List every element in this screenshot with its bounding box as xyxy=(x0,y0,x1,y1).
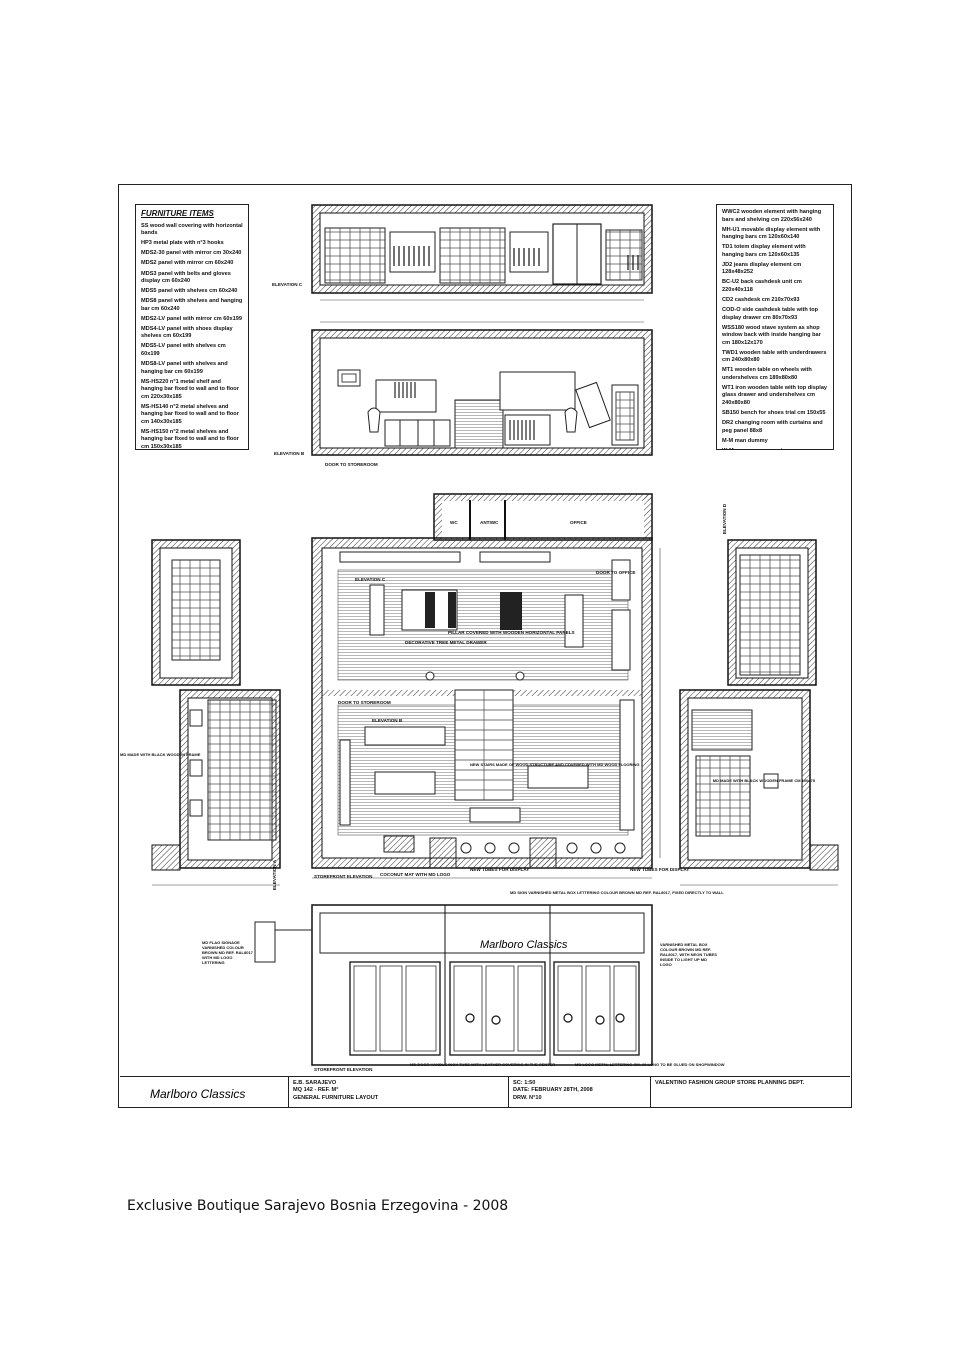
label-new-tubes: NEW TUBES FOR DISPLAY xyxy=(470,867,530,872)
legend-item: WSS180 wood stave system as shop window … xyxy=(722,324,821,346)
title-block-company: VALENTINO FASHION GROUP STORE PLANNING D… xyxy=(655,1080,805,1086)
label-coconut-mat: COCONUT MAT WITH MD LOGO xyxy=(380,872,451,877)
legend-item: MDS4-LV panel with shoes display shelves… xyxy=(141,325,233,340)
title-block-scale-cell: SC: 1:50 DATE: FEBRUARY 28TH, 2008 DRW. … xyxy=(508,1077,650,1107)
legend-item: TD1 totem display element with hanging b… xyxy=(722,244,806,258)
title-block-company-cell: VALENTINO FASHION GROUP STORE PLANNING D… xyxy=(650,1077,850,1107)
label-md-door-handle: MD DOOR HANDLE INOX TUBE WITH LEATHER CO… xyxy=(410,1062,556,1067)
label-elevation-b: ELEVATION B xyxy=(274,451,305,456)
legend-item: DR2 changing room with curtains and peg … xyxy=(722,420,823,434)
title-block-drw: DRW. N°10 xyxy=(513,1094,542,1101)
label-md-made-2: MD MADE WITH BLACK WOODEN FRAME CM 100x7… xyxy=(712,778,815,783)
storefront-elevation: Marlboro Classics xyxy=(254,904,653,1066)
legend-item: MDS2 panel with mirror cm 60x240 xyxy=(141,260,234,267)
label-antiwc: ANTIWC xyxy=(480,520,499,525)
legend-item: MDS8 panel with shelves and hanging bar … xyxy=(141,298,243,312)
legend-item: MS-HS220 n°1 metal shelf and hanging bar… xyxy=(141,378,239,400)
legend-item: W-M women mannequin xyxy=(722,448,828,449)
label-door-to-office: DOOR TO OFFICE xyxy=(596,570,636,575)
label-door-to-storeroom: DOOR TO STOREROOM xyxy=(325,462,378,467)
left-side-elevation xyxy=(151,539,281,871)
elevation-b-drawing xyxy=(311,329,653,456)
legend-item: WT1 iron wooden table with top display g… xyxy=(722,384,828,407)
title-block-drawing: GENERAL FURNITURE LAYOUT xyxy=(293,1094,379,1101)
legend-item: MDS5-LV panel with shelves cm 60x199 xyxy=(141,343,226,357)
legend-item: TWD1 wooden table with underdrawers cm 2… xyxy=(722,349,827,364)
label-elevation-d: ELEVATION D xyxy=(722,503,727,534)
label-storefront-elevation-2: STOREFRONT ELEVATION xyxy=(314,1067,373,1072)
label-md-flag-signage: MD FLAG SIGNAGE VARNISHED COLOUR BROWN M… xyxy=(202,940,253,965)
label-varnished-metal: VARNISHED METAL BOX COLOUR BROWN MD REF.… xyxy=(660,942,717,967)
legend-item: M-M man dummy xyxy=(722,437,768,444)
legend-item: BC-U2 back cashdesk unit cm 220x40x118 xyxy=(722,279,802,293)
legend-right-list: WWC2 wooden element with hanging bars an… xyxy=(722,209,828,449)
label-wc: WC xyxy=(450,520,458,525)
label-new-tubes-2: NEW TUBES FOR DISPLAY xyxy=(630,867,690,872)
furniture-legend-right: WWC2 wooden element with hanging bars an… xyxy=(716,204,834,450)
legend-item: MT1 wooden table on wheels with undershe… xyxy=(722,367,812,381)
label-office: OFFICE xyxy=(570,520,587,525)
title-block-area: MQ 142 - REF. M° xyxy=(293,1087,339,1094)
title-block-logo: Marlboro Classics xyxy=(150,1087,245,1101)
title-block: E.B. SARAJEVO MQ 142 - REF. M° GENERAL F… xyxy=(120,1076,850,1107)
legend-item: HP3 metal plate with n°3 hooks xyxy=(141,240,224,247)
legend-item: JD2 jeans display element cm 128x48x252 xyxy=(722,261,802,276)
legend-item: MDS3 panel with belts and gloves display… xyxy=(141,270,231,285)
furniture-legend-left: FURNITURE ITEMS SS wood wall covering wi… xyxy=(135,204,249,450)
legend-title: FURNITURE ITEMS xyxy=(141,209,214,218)
label-decorative-tree: DECORATIVE TREE METAL DRAWER xyxy=(405,640,487,645)
label-md-sign: MD SIGN VARNISHED METAL BOX LETTERING CO… xyxy=(510,890,724,895)
label-elevation-a: ELEVATION A xyxy=(272,859,277,890)
label-pillar-covered: PILLAR COVERED WITH WOODEN HORIZONTAL PA… xyxy=(448,630,575,635)
label-elevation-b-plan: ELEVATION B xyxy=(372,718,403,723)
legend-item: MDS2-30 panel with mirror cm 30x240 xyxy=(141,250,242,257)
label-md-logo-metal: MD LOGO METAL LETTERING CM. 60 LONG TO B… xyxy=(575,1062,725,1067)
legend-item: COD-O side cashdesk table with top displ… xyxy=(722,307,819,321)
storefront-logo: Marlboro Classics xyxy=(480,939,568,951)
label-storefront-elevation: STOREFRONT ELEVATION xyxy=(314,874,373,879)
legend-item: SB150 bench for shoes trial cm 150x55 xyxy=(722,410,826,417)
label-elevation-c: ELEVATION C xyxy=(272,282,303,287)
page-caption: Exclusive Boutique Sarajevo Bosnia Erzeg… xyxy=(127,1198,509,1214)
legend-item: MS-HS140 n°2 metal shelves and hanging b… xyxy=(141,403,239,425)
label-door-to-storeroom-2: DOOR TO STOREROOM xyxy=(338,700,391,705)
title-block-date: DATE: FEBRUARY 28TH, 2008 xyxy=(513,1087,593,1094)
legend-item: MDS2-LV panel with mirror cm 60x199 xyxy=(141,315,242,322)
legend-item: MDS5 panel with shelves cm 60x240 xyxy=(141,288,238,295)
title-block-project-cell: E.B. SARAJEVO MQ 142 - REF. M° GENERAL F… xyxy=(288,1077,508,1107)
label-md-made: MD MADE WITH BLACK WOODEN FRAME xyxy=(120,752,201,757)
legend-item: CD2 cashdesk cm 210x70x93 xyxy=(722,296,800,303)
legend-item: SS wood wall covering with horizontal ba… xyxy=(141,222,243,237)
main-floor-plan xyxy=(311,493,653,869)
legend-item: MDS8-LV panel with shelves and hanging b… xyxy=(141,361,228,375)
label-elevation-c-plan: ELEVATION C xyxy=(355,577,386,582)
legend-item: WWC2 wooden element with hanging bars an… xyxy=(722,209,822,223)
title-block-scale: SC: 1:50 xyxy=(513,1080,536,1086)
label-stairs-note: NEW STAIRS MADE OF WOOD STRUCTURE AND CO… xyxy=(470,762,640,767)
right-side-elevation xyxy=(679,539,839,871)
legend-item: MH-U1 movable display element with hangi… xyxy=(722,226,821,241)
legend-left-list: SS wood wall covering with horizontal ba… xyxy=(141,222,243,450)
legend-item: MS-HS150 n°2 metal shelves and hanging b… xyxy=(141,428,239,450)
elevation-c-drawing xyxy=(311,204,653,294)
title-block-project: E.B. SARAJEVO xyxy=(293,1080,337,1086)
